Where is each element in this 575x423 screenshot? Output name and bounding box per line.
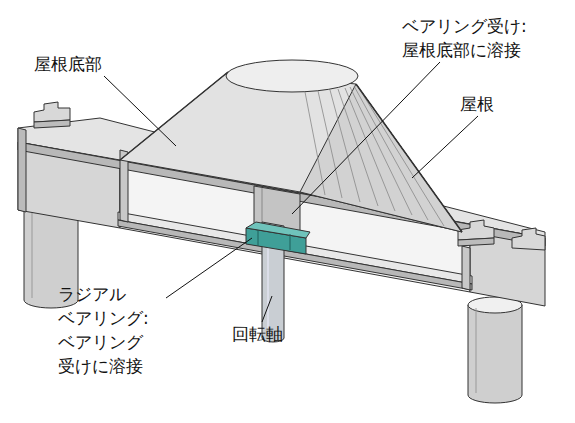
part-label: 屋根 bbox=[460, 92, 494, 116]
part-label: ベアリング受け: 屋根底部に溶接 bbox=[402, 14, 548, 62]
leader-line bbox=[292, 62, 440, 214]
roof-top bbox=[226, 60, 358, 92]
left-flange-knob bbox=[34, 102, 70, 122]
part-label: 回転軸 bbox=[232, 322, 283, 346]
leader-line bbox=[166, 238, 252, 298]
leader-line bbox=[412, 116, 478, 178]
part-label: ラジアル ベアリング: ベアリング 受けに溶接 bbox=[58, 282, 170, 378]
bottom-plate-cut bbox=[118, 220, 472, 290]
leader-line bbox=[262, 296, 272, 322]
leader-line bbox=[104, 76, 176, 146]
right-tube bbox=[468, 305, 522, 403]
roof-ribs bbox=[305, 85, 444, 226]
leader-lines bbox=[104, 62, 478, 322]
part-label: 屋根底部 bbox=[34, 52, 102, 76]
right-flange-knob bbox=[458, 220, 494, 240]
